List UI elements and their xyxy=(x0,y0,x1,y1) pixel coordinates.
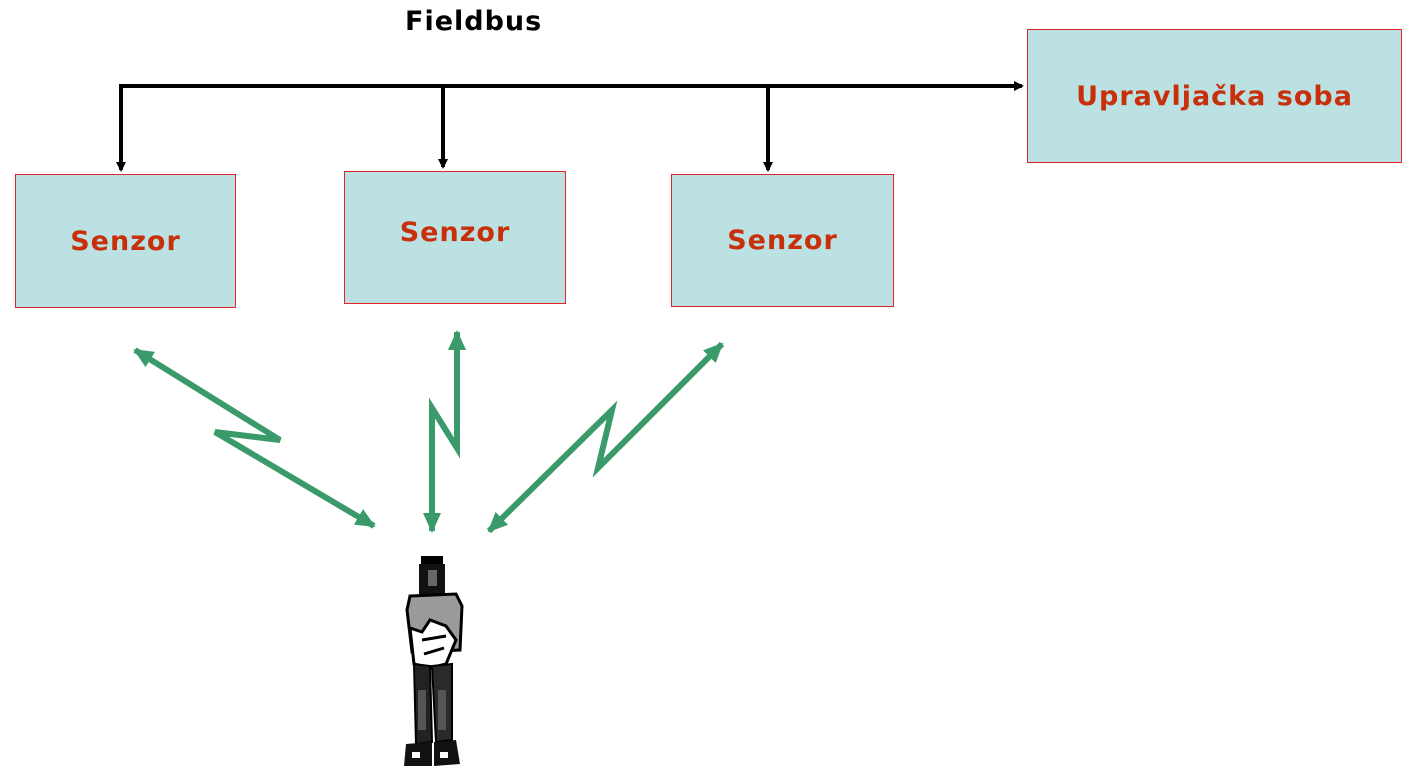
sensor-label: Senzor xyxy=(70,225,181,257)
control-room-box: Upravljačka soba xyxy=(1027,29,1402,163)
fieldbus-line xyxy=(116,81,1024,172)
wireless-link-center xyxy=(423,330,466,533)
sensor-label: Senzor xyxy=(399,217,511,248)
fieldbus-label: Fieldbus xyxy=(405,6,543,37)
wireless-link-right xyxy=(486,341,725,534)
wireless-link-left xyxy=(133,347,376,529)
sensor-box-3: Senzor xyxy=(671,174,894,307)
standing-person-icon xyxy=(404,556,464,766)
sensor-box-2: Senzor xyxy=(344,171,566,304)
sensor-label: Senzor xyxy=(727,225,838,256)
control-room-label: Upravljačka soba xyxy=(1076,80,1353,112)
wireless-links xyxy=(133,330,725,534)
sensor-box-1: Senzor xyxy=(15,174,236,308)
